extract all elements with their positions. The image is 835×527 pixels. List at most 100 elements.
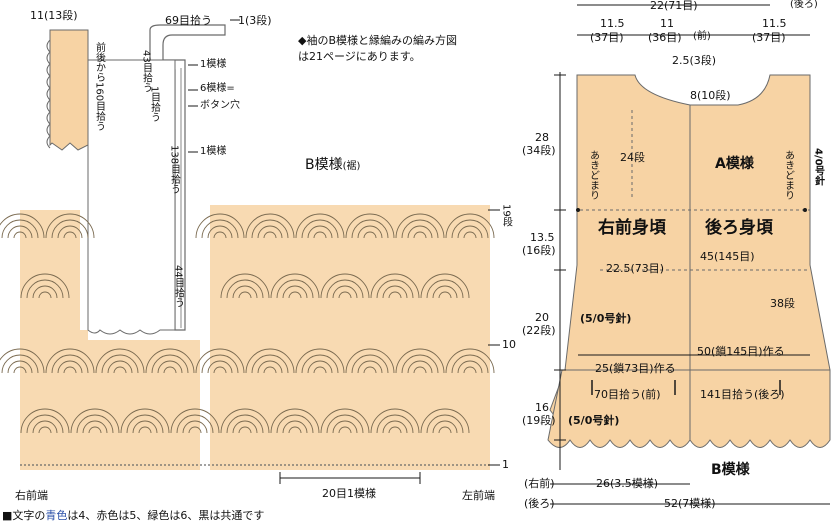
note-line-2: は21ページにあります。 xyxy=(298,50,421,63)
fan-arc xyxy=(432,285,458,299)
mark-6-patterns: 6模様= xyxy=(200,83,235,94)
fan-arc xyxy=(357,360,383,374)
fan-arc xyxy=(238,426,252,434)
fan-arc xyxy=(220,408,270,434)
neck-2-5: 2.5(3段) xyxy=(672,54,717,67)
fan-arc xyxy=(395,213,445,239)
fan-arc xyxy=(51,219,89,239)
back-body: 後ろ身頃 xyxy=(705,218,773,238)
fan-arc xyxy=(188,426,202,434)
fan-arc xyxy=(263,366,277,374)
fan-arc xyxy=(95,348,145,374)
fan-arc xyxy=(370,273,420,299)
front-band-scallops xyxy=(46,39,51,149)
rows-3: 1(3段) xyxy=(238,14,272,27)
fan-arc xyxy=(195,213,245,239)
mark-1-pattern-a: 1模様 xyxy=(200,59,227,70)
fan-arc xyxy=(20,273,70,299)
fan-arc xyxy=(38,426,52,434)
front-panel-outline xyxy=(87,59,176,335)
fan-arc xyxy=(195,348,245,374)
a-pattern-label: A模様 xyxy=(715,156,754,172)
w-front: (前) xyxy=(693,31,711,42)
fan-arc xyxy=(457,360,483,374)
pickup-43: 43目拾う xyxy=(140,50,152,93)
fan-arc xyxy=(426,279,464,299)
buttonhole-label: ボタン穴 xyxy=(200,100,240,111)
fan-arc xyxy=(1,219,39,239)
fan-arc xyxy=(295,213,345,239)
chain-145: 50(鎖145目)作る xyxy=(697,345,785,358)
fan-arc xyxy=(45,213,95,239)
h28: 28 xyxy=(535,131,549,144)
fan-arc xyxy=(213,366,227,374)
top-total: 22(71目) xyxy=(650,0,698,12)
b-pattern-left-block xyxy=(20,210,200,470)
note-line-1: ◆袖のB模様と縁編みの編み方図 xyxy=(298,34,458,47)
band-top-label: 11(13段) xyxy=(30,9,78,22)
repeat-note: 20目1模様 xyxy=(322,487,376,500)
h20: 20 xyxy=(535,311,549,324)
fan-arc xyxy=(313,366,327,374)
hook-5-0-low: (5/0号針) xyxy=(568,414,620,427)
b-pattern-right-block xyxy=(210,205,490,470)
fan-arc xyxy=(57,360,83,374)
fan-arc xyxy=(413,231,427,239)
fan-arc xyxy=(270,273,320,299)
fan-arc xyxy=(376,279,414,299)
fan-arc xyxy=(70,408,120,434)
h135: 13.5 xyxy=(530,231,555,244)
color-footnote: ■文字の青色は4、赤色は5、緑色は6、黒は共通です xyxy=(2,509,265,522)
fan-arc xyxy=(326,279,364,299)
fan-arc xyxy=(201,219,239,239)
fan-arc xyxy=(32,285,58,299)
fan-arc xyxy=(232,285,258,299)
b-pattern-label: B模様 xyxy=(711,462,750,478)
hook-5-0-mid: (5/0号針) xyxy=(580,312,632,325)
fan-arc xyxy=(457,225,483,239)
rows-38: 38段 xyxy=(770,297,795,310)
fan-arc xyxy=(338,291,352,299)
left-front-end: 左前端 xyxy=(462,489,495,502)
fan-arc xyxy=(463,231,477,239)
row-19-label: 19段 xyxy=(500,204,512,227)
fan-arc xyxy=(257,360,283,374)
pick-141: 141目拾う(後ろ) xyxy=(700,388,785,401)
fan-arc xyxy=(420,408,470,434)
fan-arc xyxy=(226,414,264,434)
fan-arc xyxy=(251,219,289,239)
fan-arc xyxy=(357,225,383,239)
fan-arc xyxy=(288,291,302,299)
fan-arc xyxy=(445,213,495,239)
fan-arcs xyxy=(0,213,495,434)
hem-band xyxy=(547,369,831,448)
right-front-end: 右前端 xyxy=(15,489,48,502)
fan-arc xyxy=(401,219,439,239)
fan-arc xyxy=(163,366,177,374)
fan-arc xyxy=(220,273,270,299)
row-1-label: 1 xyxy=(502,458,509,471)
fan-arc xyxy=(363,366,377,374)
pickup-1: 1目拾う xyxy=(148,86,160,123)
fan-arc xyxy=(226,279,264,299)
bottom-back: (後ろ) xyxy=(524,497,555,510)
w-36: (36目) xyxy=(648,31,682,44)
fan-arc xyxy=(238,291,252,299)
fan-arc xyxy=(282,420,308,434)
w-37-right: (37目) xyxy=(752,31,786,44)
fan-arc xyxy=(295,348,345,374)
fan-arc xyxy=(388,291,402,299)
neck-band xyxy=(149,24,226,331)
fan-arc xyxy=(157,360,183,374)
fan-arc xyxy=(332,420,358,434)
fan-arc xyxy=(345,213,395,239)
fan-arc xyxy=(107,360,133,374)
bottom-52: 52(7模様) xyxy=(664,497,716,510)
fan-arc xyxy=(263,231,277,239)
top-back-note: (後ろ) xyxy=(790,0,818,10)
fan-arc xyxy=(370,408,420,434)
w-45: 45(145目) xyxy=(700,250,755,263)
mark-1-pattern-b: 1模様 xyxy=(200,146,227,157)
